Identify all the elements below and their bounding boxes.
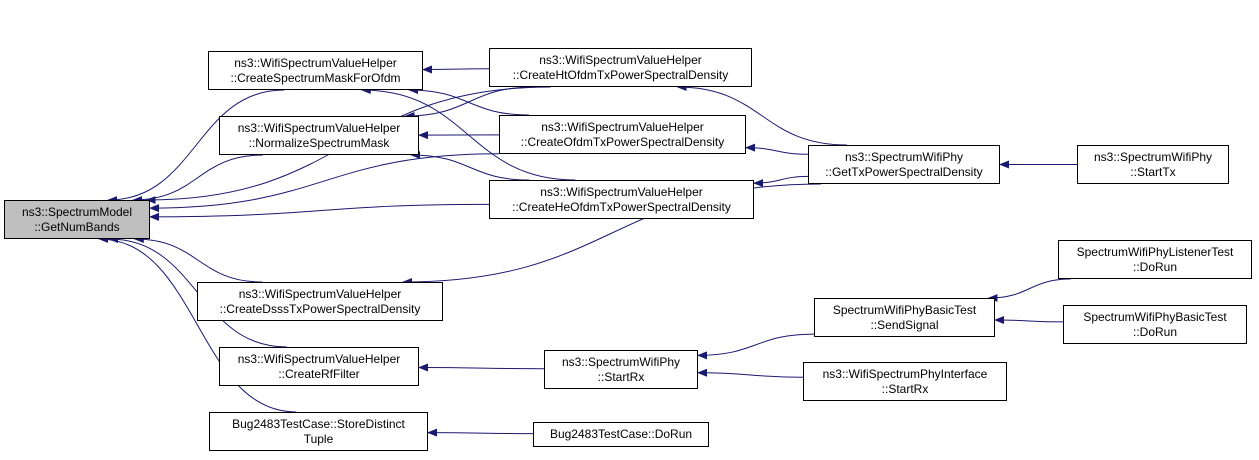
node-createmask[interactable]: ns3::WifiSpectrumValueHelper ::CreateSpe… xyxy=(208,51,423,90)
edge-ht-to-normalize xyxy=(404,86,535,120)
node-basicrun[interactable]: SpectrumWifiPhyBasicTest ::DoRun xyxy=(1063,305,1247,344)
edge-listenerrun-to-sendsignal xyxy=(987,278,1071,302)
edge-ifacestartrx-to-startrx xyxy=(697,368,804,378)
node-dsss[interactable]: ns3::WifiSpectrumValueHelper ::CreateDss… xyxy=(197,282,443,321)
node-ht-line2: ::CreateHtOfdmTxPowerSpectralDensity xyxy=(512,67,729,82)
edge-ht-to-createmask xyxy=(422,65,490,74)
node-sendsignal-line2: ::SendSignal xyxy=(870,317,939,332)
node-ht[interactable]: ns3::WifiSpectrumValueHelper ::CreateHtO… xyxy=(489,48,752,87)
edge-he-to-getnumbands xyxy=(149,203,490,221)
node-sendsignal[interactable]: SpectrumWifiPhyBasicTest ::SendSignal xyxy=(814,298,995,337)
node-getnumbands-line2: ::GetNumBands xyxy=(34,219,120,234)
node-ifacestartrx-line2: ::StartRx xyxy=(881,381,929,396)
node-normalize-line2: ::NormalizeSpectrumMask xyxy=(248,135,390,150)
node-normalize[interactable]: ns3::WifiSpectrumValueHelper ::Normalize… xyxy=(219,116,419,155)
node-he-line2: ::CreateHeOfdmTxPowerSpectralDensity xyxy=(512,199,731,214)
edge-bugrun-to-bugtuple xyxy=(427,428,534,437)
node-startrx-line1: ns3::SpectrumWifiPhy xyxy=(561,354,681,369)
node-listenerrun-line2: ::DoRun xyxy=(1132,259,1178,274)
node-createmask-line1: ns3::WifiSpectrumValueHelper xyxy=(234,55,397,70)
node-rffilter-line2: ::CreateRfFilter xyxy=(278,366,360,381)
edge-he-to-normalize xyxy=(410,151,530,181)
node-getnumbands-line1: ns3::SpectrumModel xyxy=(21,204,133,219)
node-bugtuple[interactable]: Bug2483TestCase::StoreDistinct Tuple xyxy=(209,412,428,451)
node-gettx-line1: ns3::SpectrumWifiPhy xyxy=(844,149,964,164)
edge-normalize-to-getnumbands xyxy=(132,154,263,204)
node-getnumbands: ns3::SpectrumModel ::GetNumBands xyxy=(4,200,150,239)
node-basicrun-line1: SpectrumWifiPhyBasicTest xyxy=(1083,309,1227,324)
edge-createmask-to-getnumbands xyxy=(107,89,285,204)
node-gettx[interactable]: ns3::SpectrumWifiPhy ::GetTxPowerSpectra… xyxy=(808,145,1000,184)
edge-gettx-to-ht xyxy=(676,83,848,146)
node-rffilter[interactable]: ns3::WifiSpectrumValueHelper ::CreateRfF… xyxy=(219,347,419,386)
node-ifacestartrx-line1: ns3::WifiSpectrumPhyInterface xyxy=(822,366,988,381)
node-listenerrun[interactable]: SpectrumWifiPhyListenerTest ::DoRun xyxy=(1058,240,1252,279)
node-gettx-line2: ::GetTxPowerSpectralDensity xyxy=(825,164,983,179)
node-ifacestartrx[interactable]: ns3::WifiSpectrumPhyInterface ::StartRx xyxy=(803,362,1007,401)
node-startrx[interactable]: ns3::SpectrumWifiPhy ::StartRx xyxy=(544,350,698,389)
node-ht-line1: ns3::WifiSpectrumValueHelper xyxy=(539,52,702,67)
edge-startrx-to-rffilter xyxy=(418,363,545,372)
node-ofdm-line2: ::CreateOfdmTxPowerSpectralDensity xyxy=(520,134,725,149)
node-starttx[interactable]: ns3::SpectrumWifiPhy ::StartTx xyxy=(1077,145,1229,184)
node-starttx-line2: ::StartTx xyxy=(1130,164,1176,179)
node-ofdm-line1: ns3::WifiSpectrumValueHelper xyxy=(541,119,704,134)
edge-gettx-to-he xyxy=(753,175,809,188)
edge-gettx-to-ofdm xyxy=(745,143,809,155)
node-createmask-line2: ::CreateSpectrumMaskForOfdm xyxy=(230,70,401,85)
edge-bugtuple-to-getnumbands xyxy=(98,235,297,413)
node-basicrun-line2: ::DoRun xyxy=(1132,324,1178,339)
node-startrx-line2: ::StartRx xyxy=(597,369,645,384)
node-bugtuple-line2: Tuple xyxy=(303,431,334,446)
edge-basicrun-to-sendsignal xyxy=(994,316,1064,325)
node-bugtuple-line1: Bug2483TestCase::StoreDistinct xyxy=(232,416,405,431)
edge-ofdm-to-createmask xyxy=(408,86,529,116)
node-rffilter-line1: ns3::WifiSpectrumValueHelper xyxy=(237,351,401,366)
edge-ofdm-to-getnumbands xyxy=(149,153,500,213)
node-he[interactable]: ns3::WifiSpectrumValueHelper ::CreateHeO… xyxy=(489,180,754,219)
node-he-line1: ns3::WifiSpectrumValueHelper xyxy=(540,184,703,199)
node-sendsignal-line1: SpectrumWifiPhyBasicTest xyxy=(832,302,977,317)
node-dsss-line1: ns3::WifiSpectrumValueHelper xyxy=(238,286,402,301)
node-listenerrun-line1: SpectrumWifiPhyListenerTest xyxy=(1076,244,1234,259)
node-bugrun[interactable]: Bug2483TestCase::DoRun xyxy=(533,422,709,447)
node-bugrun-line1: Bug2483TestCase::DoRun xyxy=(549,427,693,441)
edge-sendsignal-to-startrx xyxy=(697,333,815,360)
edge-dsss-to-getnumbands xyxy=(133,235,263,283)
node-dsss-line2: ::CreateDsssTxPowerSpectralDensity xyxy=(219,301,421,316)
node-ofdm[interactable]: ns3::WifiSpectrumValueHelper ::CreateOfd… xyxy=(499,115,746,154)
node-starttx-line1: ns3::SpectrumWifiPhy xyxy=(1093,149,1213,164)
node-normalize-line1: ns3::WifiSpectrumValueHelper xyxy=(237,120,401,135)
